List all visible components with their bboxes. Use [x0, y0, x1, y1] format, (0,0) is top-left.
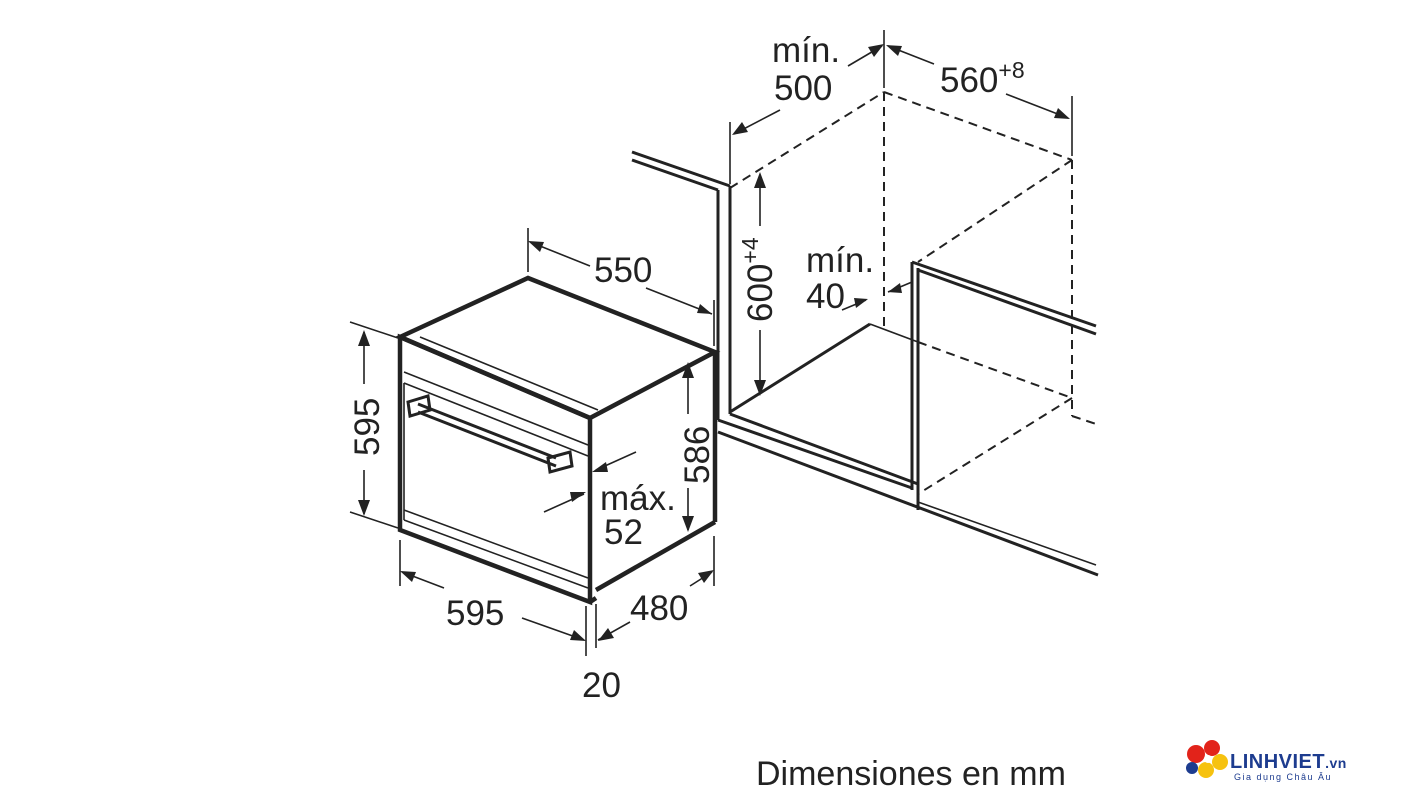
oven-handle [406, 394, 574, 474]
dim-niche-height: 600+4 [737, 237, 780, 322]
dimension-lines [349, 30, 1073, 656]
dim-595-height: 595 [348, 398, 387, 456]
flower-icon [1186, 740, 1228, 778]
dim-handle-label-2: 52 [604, 513, 643, 552]
dim-niche-width: 560+8 [940, 57, 1025, 100]
dim-niche-depth-label-1: mín. [772, 31, 840, 70]
dim-niche-height-base: 600 [741, 264, 780, 322]
dim-20: 20 [582, 666, 621, 705]
dim-niche-width-base: 560 [940, 61, 998, 100]
dim-gap-label-1: mín. [806, 241, 874, 280]
niche-cabinet [631, 91, 1099, 577]
dimension-labels: 550 595 586 595 480 20 máx. 52 mín. 500 … [348, 31, 1025, 705]
dim-595-width: 595 [446, 594, 504, 633]
dim-gap-label-2: 40 [806, 277, 845, 316]
oven-body [394, 275, 721, 606]
logo-tagline: Gia dụng Châu Âu [1234, 772, 1332, 782]
dim-niche-height-tol: +4 [737, 237, 763, 263]
logo-brand: LINHVIET.vn [1230, 751, 1347, 773]
dim-586: 586 [678, 426, 717, 484]
dim-niche-width-tol: +8 [998, 57, 1024, 83]
dim-480: 480 [630, 589, 688, 628]
linhviet-logo: LINHVIET.vn Gia dụng Châu Âu [1186, 740, 1347, 782]
dim-handle-label-1: máx. [600, 479, 676, 518]
logo-brand-name: LINHVIET [1230, 751, 1325, 773]
dim-550: 550 [594, 251, 652, 290]
dim-niche-depth-label-2: 500 [774, 69, 832, 108]
logo-tld: .vn [1325, 755, 1347, 771]
caption: Dimensiones en mm [756, 755, 1066, 793]
